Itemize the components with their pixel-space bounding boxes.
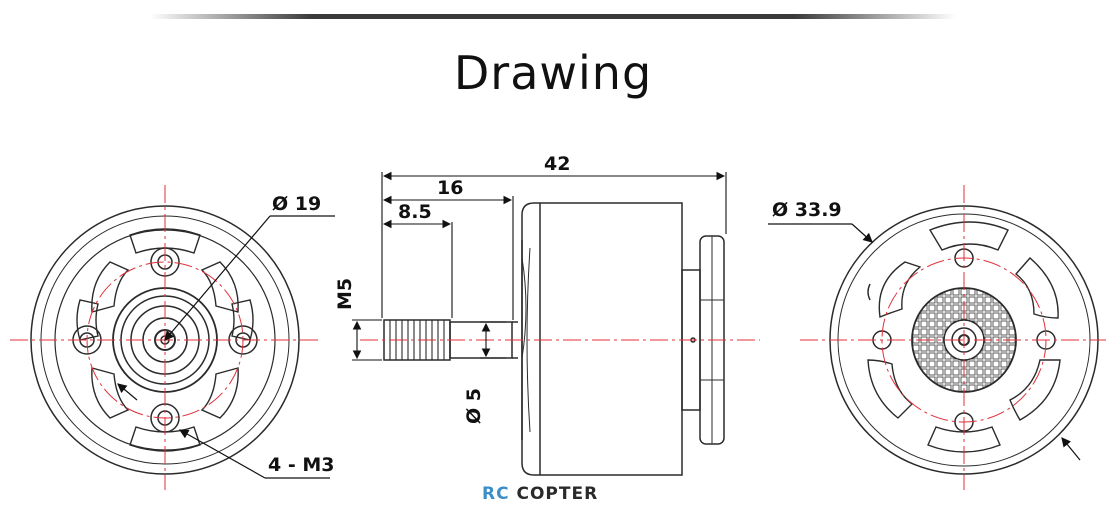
motor-bell xyxy=(521,202,683,476)
watermark-part2: COPTER xyxy=(516,484,599,504)
page-title: Drawing xyxy=(453,46,653,100)
shaft-length-label: 16 xyxy=(437,177,463,199)
watermark-part1: RC xyxy=(482,484,510,504)
back-diameter-label: Ø 33.9 xyxy=(772,199,842,221)
rc-copter-watermark: RC COPTER xyxy=(482,484,598,504)
back-vents xyxy=(867,221,1061,453)
front-centerlines xyxy=(10,185,320,490)
shaft-diameter-label: Ø 5 xyxy=(463,388,485,424)
mount-holes-leader xyxy=(178,429,266,479)
back-centerlines xyxy=(800,185,1106,490)
front-cooling-slots xyxy=(76,228,254,452)
side-view xyxy=(383,202,725,476)
top-divider xyxy=(150,14,956,19)
thread-size-label: M5 xyxy=(334,278,356,310)
front-diameter-label: Ø 19 xyxy=(272,193,321,215)
front-diameter-leader xyxy=(164,215,271,341)
front-outer-rim xyxy=(30,205,300,475)
overall-length-label: 42 xyxy=(544,153,570,175)
thread-length-label: 8.5 xyxy=(398,201,432,223)
mount-holes-label: 4 - M3 xyxy=(268,454,334,476)
